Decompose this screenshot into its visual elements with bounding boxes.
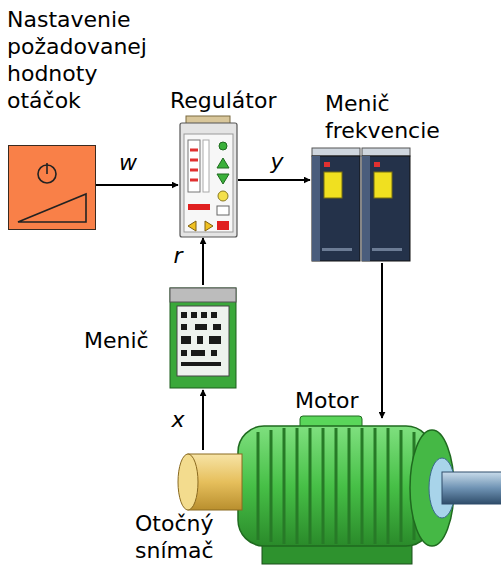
signal-name: w <box>119 151 137 175</box>
motor-body <box>238 426 432 546</box>
ramp-symbol <box>18 194 86 222</box>
transducer-label <box>177 306 229 376</box>
yellow-button <box>218 191 228 201</box>
motor-shaft <box>442 472 501 504</box>
drive-label <box>322 248 352 251</box>
node-heading: Menič <box>84 327 149 354</box>
small-button <box>217 206 229 215</box>
red-button <box>217 221 229 230</box>
signal-arrow <box>381 263 383 418</box>
drive-body <box>312 156 360 261</box>
drive-top <box>312 148 360 156</box>
setpoint-symbol <box>18 163 86 222</box>
node-heading: Regulátor <box>170 87 276 114</box>
device-top <box>186 116 230 125</box>
signal-name: x <box>171 408 184 432</box>
encoder-body <box>188 454 242 510</box>
bar-segments <box>190 150 198 180</box>
down-button <box>217 174 229 184</box>
signal-name: r <box>173 244 182 268</box>
drive-body <box>362 156 410 261</box>
drive-side <box>362 156 370 261</box>
encoder-box: Otočný snímač <box>180 450 242 510</box>
signal-name: y <box>270 150 283 174</box>
cooling-fins <box>258 428 414 544</box>
motor-base <box>262 538 412 564</box>
setpoint-box: Nastavenie požadovanej hodnoty otáčok <box>8 145 96 230</box>
motor-flange <box>410 430 454 546</box>
dial-pointer <box>46 163 48 174</box>
drive-label <box>372 248 402 251</box>
signal-arrow <box>202 390 204 450</box>
dial-circle <box>38 165 56 183</box>
transducer-box: Menič <box>168 285 238 390</box>
terminal-box <box>300 416 362 438</box>
up-button <box>217 158 229 168</box>
terminal-symbols <box>181 312 221 366</box>
controller-device <box>180 116 237 237</box>
signal-arrow <box>202 238 204 285</box>
drive-logo <box>324 162 330 167</box>
controller-box: Regulátor <box>178 118 238 238</box>
signal-arrow <box>238 179 310 181</box>
arrow-buttons <box>188 221 213 231</box>
front-panel <box>184 134 233 232</box>
drive-display <box>324 172 342 198</box>
node-heading: Otočný snímač <box>135 510 245 564</box>
led-row <box>188 204 210 210</box>
node-heading: Nastavenie požadovanej hodnoty otáčok <box>7 6 167 114</box>
transducer-top <box>170 288 236 302</box>
green-button <box>219 142 227 150</box>
node-heading: Motor <box>295 387 359 414</box>
motor-illustration <box>178 416 501 564</box>
device-body <box>180 123 237 237</box>
transducer-body <box>170 288 236 388</box>
encoder-face <box>178 454 198 510</box>
frequency-converter-box: Menič frekvencie <box>310 145 410 263</box>
drive-logo <box>374 162 380 167</box>
motor-box: Motor <box>228 418 501 568</box>
bearing-cap <box>429 458 455 518</box>
frequency-converter <box>312 148 410 261</box>
signal-arrow <box>96 184 178 186</box>
drive-display <box>374 172 392 198</box>
transducer-device <box>170 288 236 388</box>
node-heading: Menič frekvencie <box>325 90 465 144</box>
drive-top <box>362 148 410 156</box>
bar-display <box>188 140 200 192</box>
drive-side <box>312 156 320 261</box>
scale-strip <box>203 140 209 192</box>
